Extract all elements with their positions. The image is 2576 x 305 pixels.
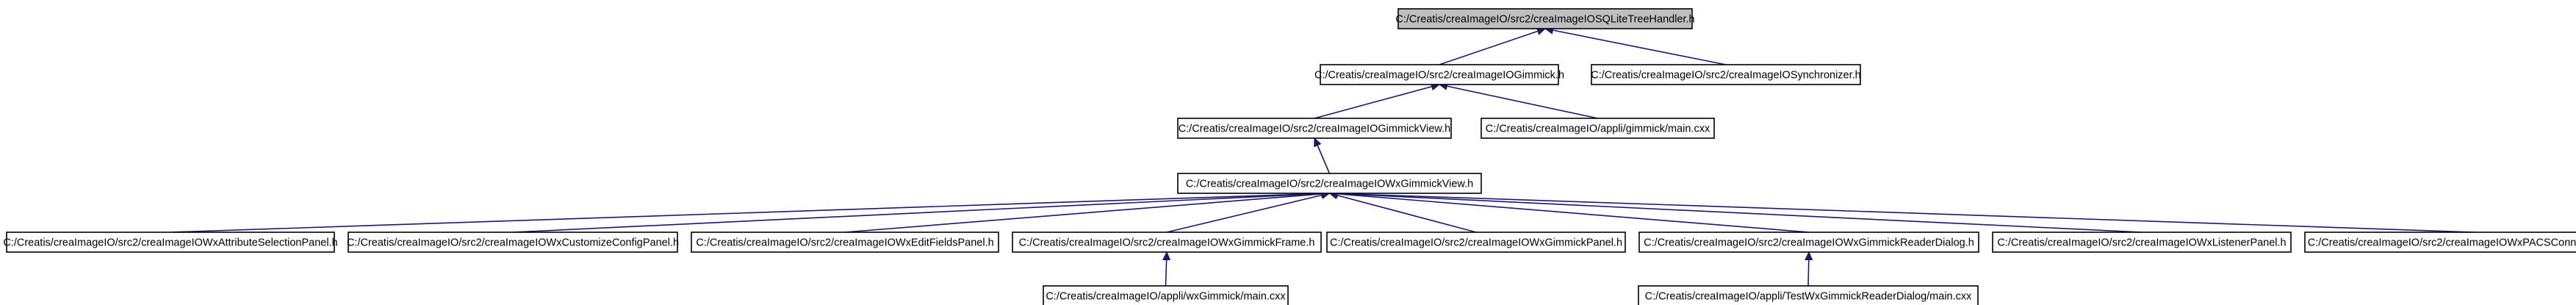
edge-wxpacs_h-to-wxgimmickview_h [1330,193,2475,233]
edge-wxlistener_h-to-wxgimmickview_h [1330,193,2143,233]
node-wxlistener_h[interactable]: C:/Creatis/creaImageIO/src2/creaImageIOW… [1992,232,2292,253]
node-gimmick_h[interactable]: C:/Creatis/creaImageIO/src2/creaImageIOG… [1314,64,1564,85]
node-label: C:/Creatis/creaImageIO/src2/creaImageIOW… [3,237,337,249]
node-box[interactable] [1326,232,1626,253]
node-label: C:/Creatis/creaImageIO/src2/creaImageIOW… [347,237,679,249]
edge-testwx_main-to-wxreader_h [1808,252,1809,287]
edge-wxgimmickview_h-to-gimmickview_h [1314,138,1331,174]
node-synchronizer_h[interactable]: C:/Creatis/creaImageIO/src2/creaImageIOS… [1591,64,1861,85]
node-box[interactable] [1638,285,1979,305]
node-label: C:/Creatis/creaImageIO/src2/creaImageIOS… [1395,14,1694,26]
node-box[interactable] [1992,232,2292,253]
node-label: C:/Creatis/creaImageIO/appli/gimmick/mai… [1486,123,1710,135]
edge-synchronizer_h-to-sqlite [1545,29,1727,65]
node-wxpanel_h[interactable]: C:/Creatis/creaImageIO/src2/creaImageIOW… [1326,232,1626,253]
node-label: C:/Creatis/creaImageIO/src2/creaImageIOW… [1330,237,1622,249]
node-sqlite[interactable]: C:/Creatis/creaImageIO/src2/creaImageIOS… [1395,8,1695,29]
node-box[interactable] [6,232,335,253]
edges-layer [170,29,2475,287]
node-testwx_main[interactable]: C:/Creatis/creaImageIO/appli/TestWxGimmi… [1638,285,1979,305]
node-gimmickview_h[interactable]: C:/Creatis/creaImageIO/src2/creaImageIOG… [1177,118,1452,139]
node-box[interactable] [1481,118,1715,139]
node-label: C:/Creatis/creaImageIO/src2/creaImageIOG… [1179,123,1450,135]
node-label: C:/Creatis/creaImageIO/src2/creaImageIOW… [1019,237,1315,249]
edge-wxattr_h-to-wxgimmickview_h [170,193,1330,233]
node-label: C:/Creatis/creaImageIO/src2/creaImageIOW… [2308,237,2576,249]
node-label: C:/Creatis/creaImageIO/src2/creaImageIOS… [1591,70,1860,82]
node-box[interactable] [691,232,999,253]
node-label: C:/Creatis/creaImageIO/src2/creaImageIOW… [1644,237,1974,249]
node-box[interactable] [1591,64,1861,85]
node-box[interactable] [1177,173,1482,194]
node-box[interactable] [348,232,678,253]
edge-gimmickview_h-to-gimmick_h [1314,85,1439,119]
node-box[interactable] [1397,8,1693,29]
node-box[interactable] [1012,232,1322,253]
edge-wxedit_h-to-wxgimmickview_h [844,193,1330,233]
node-box[interactable] [1043,285,1289,305]
edge-wxgimmick_main-to-wxframe_h [1166,252,1168,287]
node-wxgimmickview_h[interactable]: C:/Creatis/creaImageIO/src2/creaImageIOW… [1177,173,1482,194]
node-appli_gimmick_main[interactable]: C:/Creatis/creaImageIO/appli/gimmick/mai… [1481,118,1715,139]
node-label: C:/Creatis/creaImageIO/src2/creaImageIOW… [1997,237,2286,249]
node-wxpacs_h[interactable]: C:/Creatis/creaImageIO/src2/creaImageIOW… [2304,232,2576,253]
edge-wxreader_h-to-wxgimmickview_h [1330,193,1810,233]
node-box[interactable] [1320,64,1559,85]
node-box[interactable] [1638,232,1979,253]
node-wxreader_h[interactable]: C:/Creatis/creaImageIO/src2/creaImageIOW… [1638,232,1979,253]
node-wxattr_h[interactable]: C:/Creatis/creaImageIO/src2/creaImageIOW… [3,232,338,253]
node-label: C:/Creatis/creaImageIO/appli/TestWxGimmi… [1645,291,1973,303]
edge-appli_gimmick_main-to-gimmick_h [1439,85,1598,119]
nodes-layer: C:/Creatis/creaImageIO/src2/creaImageIOS… [3,8,2576,305]
node-label: C:/Creatis/creaImageIO/appli/wxGimmick/m… [1046,291,1286,303]
node-wxedit_h[interactable]: C:/Creatis/creaImageIO/src2/creaImageIOW… [691,232,999,253]
node-wxcustom_h[interactable]: C:/Creatis/creaImageIO/src2/creaImageIOW… [347,232,679,253]
edge-wxcustom_h-to-wxgimmickview_h [512,193,1330,233]
node-label: C:/Creatis/creaImageIO/src2/creaImageIOG… [1314,70,1564,82]
node-wxframe_h[interactable]: C:/Creatis/creaImageIO/src2/creaImageIOW… [1012,232,1322,253]
node-wxgimmick_main[interactable]: C:/Creatis/creaImageIO/appli/wxGimmick/m… [1043,285,1289,305]
edge-wxframe_h-to-wxgimmickview_h [1166,193,1330,233]
node-label: C:/Creatis/creaImageIO/src2/creaImageIOW… [1186,179,1473,190]
node-box[interactable] [2304,232,2576,253]
edge-wxpanel_h-to-wxgimmickview_h [1330,193,1477,233]
node-label: C:/Creatis/creaImageIO/src2/creaImageIOW… [696,237,993,249]
node-box[interactable] [1177,118,1452,139]
edge-gimmick_h-to-sqlite [1439,29,1545,65]
